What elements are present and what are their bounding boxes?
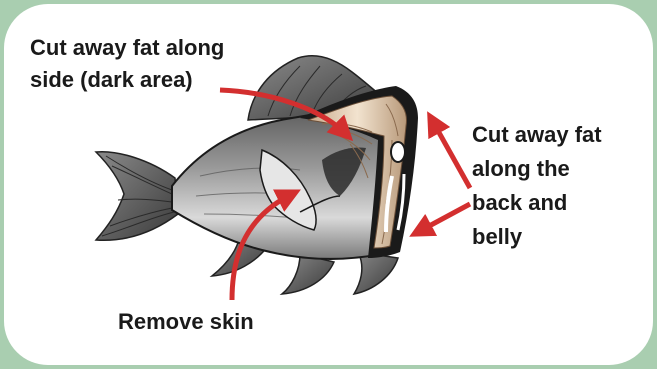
label-side-fat-line1: Cut away fat along [30,32,224,64]
label-back-belly-line3: back and [472,186,602,220]
label-side-fat-line2: side (dark area) [30,64,224,96]
arrow-belly [418,204,470,232]
pectoral-fin [354,252,398,294]
pelvic-fin [282,254,334,294]
label-back-belly-line1: Cut away fat [472,118,602,152]
label-side-fat: Cut away fat along side (dark area) [30,32,224,96]
tail-fin [96,152,178,241]
label-back-belly-line2: along the [472,152,602,186]
label-remove-skin-text: Remove skin [118,306,254,338]
backbone [391,142,405,162]
label-remove-skin: Remove skin [118,306,254,338]
label-back-belly: Cut away fat along the back and belly [472,118,602,254]
arrow-back [432,120,470,188]
label-back-belly-line4: belly [472,220,602,254]
